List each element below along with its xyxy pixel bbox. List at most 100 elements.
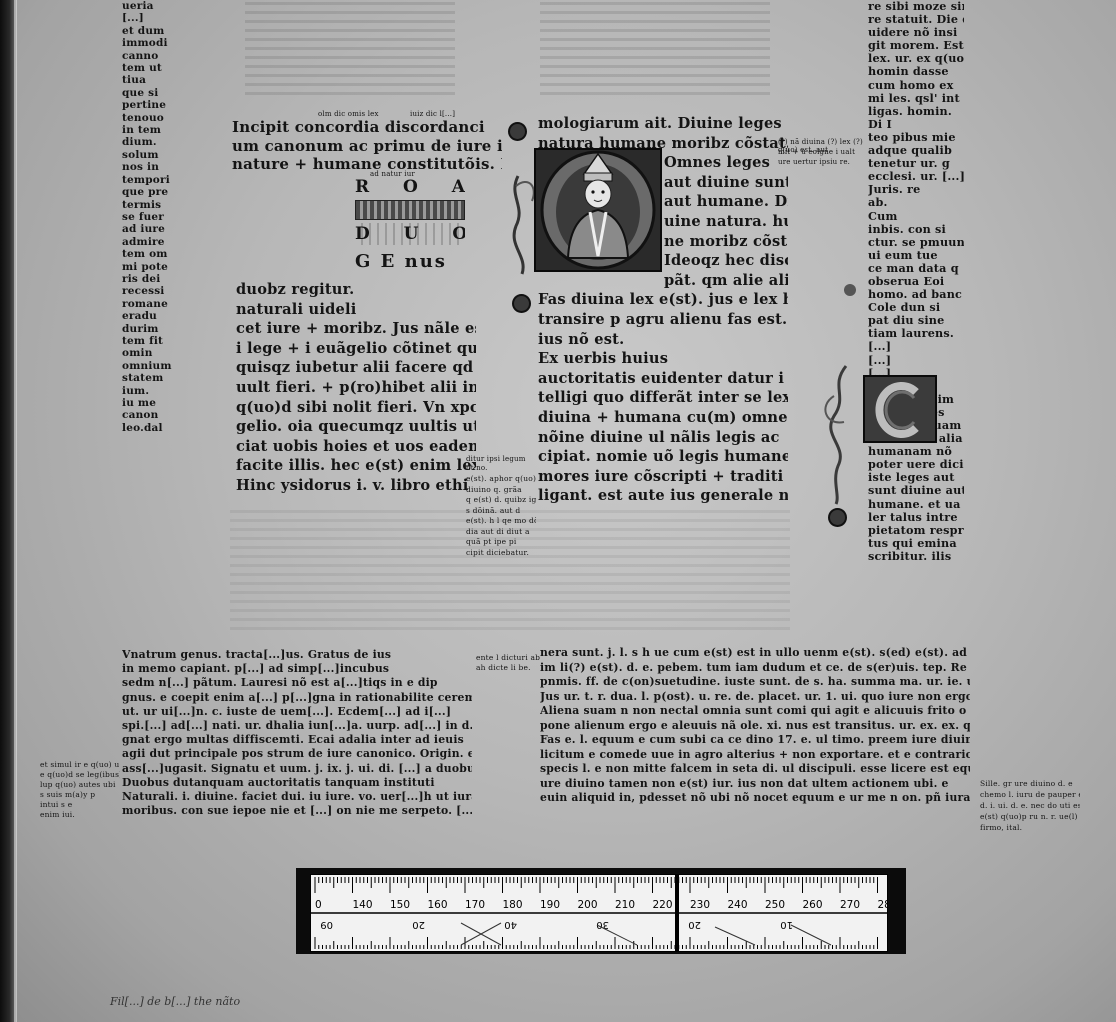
ruler-label: 210 [615,899,635,911]
page-edge-highlight [14,0,17,1022]
text-line: que si [122,86,159,99]
text-line: Ex uerbis huius [538,350,669,368]
text-line: tus qui emina [868,536,957,550]
gloss-line: lup q(uo) autes ubi [40,780,116,789]
ruler-mark [790,924,832,946]
text-line: Di I [868,117,892,131]
ruler-label: 280 [878,899,888,911]
text-line: tempori [122,173,170,186]
text-line: uidere nõ insi [868,26,958,40]
text-line: Juris. re [868,183,921,197]
gloss-line: s suis m(a)y p [40,790,96,799]
text-line: eradu [122,310,157,323]
text-line: Omnes leges [664,154,771,172]
text-line: teo pibus mie [868,130,956,144]
text-line: duobz regitur. [236,281,355,298]
ruler-label: 250 [765,899,785,911]
gloss-line: quã pt ipe pi [466,537,517,546]
gloss-line: e(st). aphor q(uo) [466,474,536,483]
text-line: gelio. oia quecumqz uultis ut fa [236,418,476,436]
commentary-line: nera sunt. j. l. s h ue cum e(st) est in… [540,646,970,659]
text-line: pietatom respr [868,523,964,537]
heading-line: um canonum ac primu de iure i [232,136,502,155]
text-line: ctur. se pmuuni [868,235,964,249]
text-line: in tem [122,124,162,137]
gloss-line: et simul ir e q(uo) u [40,760,120,769]
text-line: tenouo [122,111,165,124]
commentary-line: Jus ur. t. r. dua. l. p(ost). u. re. de.… [540,689,970,703]
ruler-label: 30 [596,919,609,930]
text-line: telligi quo differãt inter se lex [538,389,788,407]
text-line: mi pote [122,260,169,273]
ruler-marker [675,875,679,951]
ruler-label: 260 [803,899,823,911]
ruler-label: 140 [353,899,373,911]
text-line: [...] [868,353,892,367]
text-line: adque qualib [868,144,952,158]
ruler-label: 230 [690,899,710,911]
commentary-line: sedm n[...] pãtum. Lauresi nõ est a[...]… [122,676,438,690]
text-line: Cole dun si [868,301,941,315]
commentary-line: Fas e. l. equum e cum subi ca ce dino 17… [540,733,970,746]
text-line: auctoritatis euidenter datur i [538,369,785,387]
ruler-label: 240 [728,899,748,911]
text-line: homin dasse [868,65,949,79]
text-line: ne moribz cõstat. [664,232,788,250]
gloss-line: d. i. ui. d. e. nec do uti est [980,801,1080,810]
text-line: ce man data q [868,261,959,275]
gloss-line: enim iui. [40,810,75,819]
ink-blot [844,284,856,296]
text-line: ab. [868,196,888,210]
ruler-mark [596,924,638,946]
gloss-mid: ad natur iur [370,170,415,178]
text-line: i lege + i euãgelio cõtinet quo [236,339,476,357]
show-through-text [230,510,790,630]
text-line: se fuer [122,210,165,223]
text-line: mi les. qsl' int el [868,91,964,105]
text-line: tenetur ur. g [868,157,950,171]
text-line: cipiat. nomie uõ legis humane [538,448,788,466]
text-line: ler talus intre [868,510,958,524]
decorated-initial-block: R O A D U O G E nus [355,176,465,273]
ruler-label: 20 [688,919,701,930]
commentary-line: gnat ergo multas diffiscemti. Ecai adali… [122,733,464,747]
commentary-line: ass[...]ugasit. Signatu et uum. j. ix. j… [122,761,472,775]
gloss-line: s dõinã. aut d [466,505,521,515]
ruler-label: 160 [428,899,448,911]
historiated-initial-bishop [512,148,662,275]
rubric-dot [510,124,525,139]
bottom-annotation: Fil[...] de b[...] the nãto [110,995,241,1008]
gloss-line: dia aut di diut a [466,526,530,536]
commentary-line: Duobus dutanquam auctoritatis tanquam in… [122,775,435,789]
text-line: transire p agru alienu fas est. [538,310,788,328]
gloss-line: firmo, ital. [980,823,1023,832]
ruler-label: 0 [315,899,322,911]
show-through-text [245,2,455,100]
text-line: et dum [122,24,165,37]
initial-line-2: D U O [355,223,465,245]
show-through-text [540,2,770,100]
text-line: homo. ad banc [868,288,963,302]
text-line: tem fit [122,334,164,347]
text-line: immodi [122,37,168,50]
text-line: Fas diuina lex e(st). jus e lex humana. [538,291,788,309]
gloss-right-2: mit + u eoigne i ualt [778,148,856,156]
text-line: omnium [122,359,172,372]
gloss-line: diuino q. grãa [466,484,522,494]
initial-line-3: G E nus [355,251,447,272]
ruler-label: 200 [578,899,598,911]
text-line: dium. [122,136,157,149]
text-line: solum [122,148,159,161]
text-line: [...] [868,340,892,354]
commentary-line: euin aliquid in, pdesset nõ ubi nõ nocet… [540,791,970,804]
rubric-dot [514,296,529,311]
text-line: tem om [122,248,168,261]
commentary-line: Naturali. i. diuine. faciet dui. iu iure… [122,790,472,804]
lower-commentary-right: nera sunt. j. l. s h ue cum e(st) est in… [540,646,970,806]
